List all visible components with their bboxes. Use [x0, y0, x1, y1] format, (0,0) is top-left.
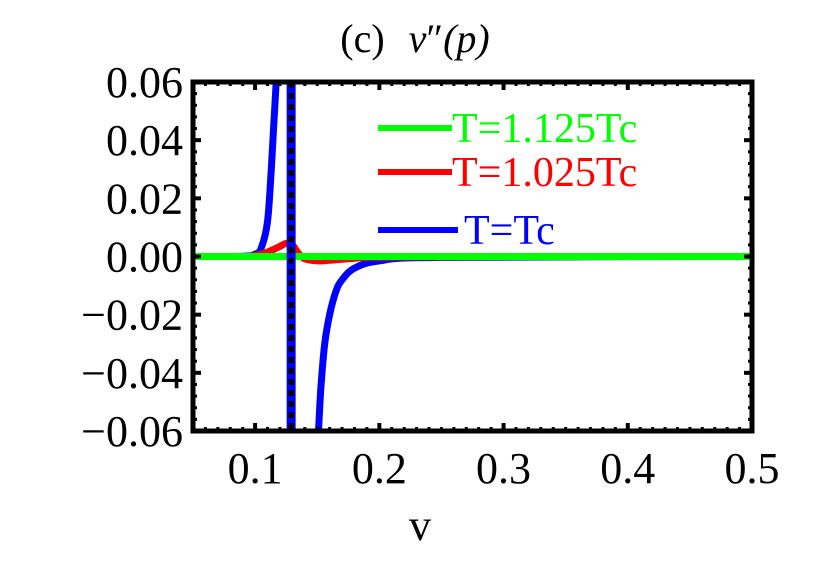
y-tick-label: 0.02 — [106, 174, 183, 223]
x-axis-tick-labels: 0.1 0.2 0.3 0.4 0.5 — [228, 444, 780, 493]
y-tick-label: −0.04 — [81, 349, 183, 398]
series-line — [195, 84, 280, 261]
legend-label: T=1.025Tc — [452, 150, 637, 196]
y-axis-tick-labels: 0.06 0.04 0.02 0.00 −0.02 −0.04 −0.06 — [81, 58, 183, 456]
title-prefix: (c) — [340, 16, 384, 61]
y-tick-label: 0.00 — [106, 233, 183, 282]
legend-entry: T=Tc — [378, 208, 555, 254]
legend-entry: T=1.025Tc — [378, 150, 637, 196]
x-tick-label: 0.5 — [725, 444, 780, 493]
x-tick-label: 0.2 — [352, 444, 407, 493]
series-line — [315, 253, 750, 429]
x-axis-label: v — [409, 501, 431, 550]
chart-title: (c) v″(p) — [340, 16, 489, 61]
x-tick-label: 0.4 — [600, 444, 655, 493]
y-tick-label: 0.06 — [106, 58, 183, 107]
x-tick-label: 0.3 — [476, 444, 531, 493]
title-arg: (p) — [443, 16, 490, 61]
y-tick-label: −0.06 — [81, 407, 183, 456]
legend-label: T=Tc — [464, 208, 555, 254]
y-tick-label: −0.02 — [81, 291, 183, 340]
y-tick-label: 0.04 — [106, 116, 183, 165]
legend-label: T=1.125Tc — [452, 106, 637, 152]
title-func: v — [409, 16, 427, 61]
x-tick-label: 0.1 — [228, 444, 283, 493]
series-layer — [195, 84, 750, 429]
axis-ticks — [191, 80, 754, 433]
legend-entry: T=1.125Tc — [378, 106, 637, 152]
title-primes: ″ — [426, 16, 443, 61]
